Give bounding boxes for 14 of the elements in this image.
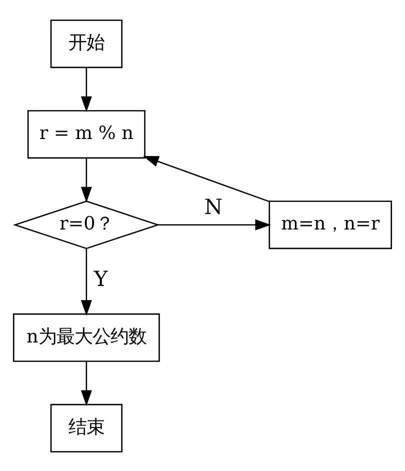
arrow (80, 158, 92, 202)
node-box: 结束 (50, 403, 122, 452)
node-diamond: r=0？ (12, 200, 160, 249)
node-box: m=n，n=r (268, 200, 392, 249)
node-box: r = m % n (27, 110, 146, 158)
arrow (142, 156, 270, 202)
node-box: 开始 (50, 19, 122, 68)
arrow (158, 218, 271, 230)
arrow (80, 361, 92, 406)
arrow (80, 67, 92, 112)
node-box: n为最大公约数 (12, 312, 160, 362)
arrow (80, 248, 92, 316)
edge-label: N (204, 194, 223, 219)
edge-label: Y (94, 266, 108, 291)
